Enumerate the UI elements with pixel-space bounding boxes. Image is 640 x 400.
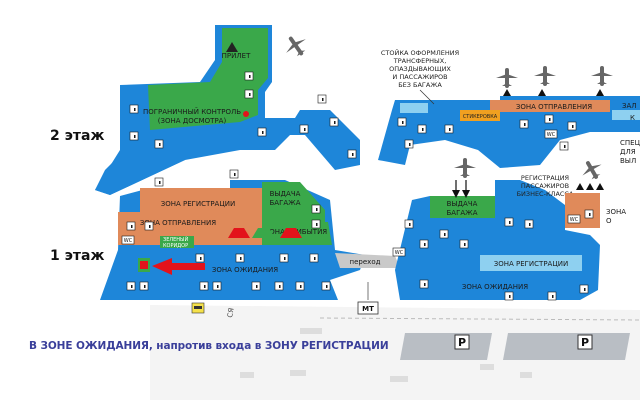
- baggage-claim-right: [430, 196, 495, 218]
- svg-text:И ПАССАЖИРОВ: И ПАССАЖИРОВ: [392, 73, 447, 81]
- svg-text:БЕЗ БАГАЖА: БЕЗ БАГАЖА: [398, 81, 442, 89]
- street-area: P P СЯ: [150, 305, 640, 400]
- svg-text:РЕГИСТРАЦИЯ: РЕГИСТРАЦИЯ: [521, 174, 569, 182]
- parking-lot-2: [503, 333, 630, 360]
- baggage-claim-right-label: ВЫДАЧА: [447, 200, 478, 208]
- svg-text:ОПАЗДЫВАЮЩИХ: ОПАЗДЫВАЮЩИХ: [389, 65, 451, 73]
- baggage-claim-right-label-2: БАГАЖА: [447, 209, 478, 217]
- wc-icon: WC: [547, 132, 556, 138]
- location-caption: В ЗОНЕ ОЖИДАНИЯ, напротив входа в ЗОНУ Р…: [29, 340, 389, 352]
- passage-label: переход: [350, 258, 381, 266]
- arrow-up-icon: [226, 42, 238, 52]
- registration-right-label: ЗОНА РЕГИСТРАЦИИ: [494, 260, 569, 268]
- special-label-fragment: СПЕЦ: [620, 139, 640, 147]
- departure-left-label: ЗОНА ОТПРАВЛЕНИЯ: [140, 219, 216, 227]
- facility-icons: WC WC WC WC МТ: [121, 71, 594, 315]
- svg-text:СТОЙКА ОФОРМЛЕНИЯ: СТОЙКА ОФОРМЛЕНИЯ: [381, 48, 459, 57]
- svg-text:ПАССАЖИРОВ: ПАССАЖИРОВ: [521, 182, 569, 190]
- zone-label-fragment: ЗОНА: [606, 208, 626, 216]
- business-class-note: РЕГИСТРАЦИЯ ПАССАЖИРОВ БИЗНЕС-КЛАССА: [517, 174, 574, 198]
- stickering-label: СТИКЕРОВКА: [463, 114, 498, 120]
- waiting-right-label: ЗОНА ОЖИДАНИЯ: [462, 283, 528, 291]
- transfer-desk-note: СТОЙКА ОФОРМЛЕНИЯ ТРАНСФЕРНЫХ, ОПАЗДЫВАЮ…: [381, 48, 459, 105]
- baggage-claim-left-label: ВЫДАЧА: [270, 190, 301, 198]
- baggage-claim-left: [262, 182, 325, 222]
- floor-1-right-building: ВЫДАЧА БАГАЖА ЗОНА РЕГИСТРАЦИИ ЗОНА ОЖИД…: [395, 180, 600, 300]
- airplane-icon: [286, 36, 306, 57]
- hall-label-fragment-2: К: [630, 114, 635, 122]
- special-label-fragment-3: ВЫЛ: [620, 157, 636, 165]
- airplane-icon: [582, 161, 602, 180]
- airplane-icon: [454, 158, 476, 178]
- baggage-claim-left-label-2: БАГАЖА: [270, 199, 301, 207]
- location-arrow-icon: [138, 258, 205, 275]
- hall-label-fragment: ЗАЛ: [622, 102, 637, 110]
- wc-icon: WC: [124, 238, 133, 244]
- airplane-icon: [496, 68, 518, 88]
- registration-zone-right: [480, 255, 582, 271]
- wc-icon: WC: [395, 250, 404, 256]
- border-control-label: ПОГРАНИЧНЫЙ КОНТРОЛЬ: [143, 107, 241, 116]
- svg-text:ТРАНСФЕРНЫХ,: ТРАНСФЕРНЫХ,: [393, 57, 447, 65]
- passage-corridor: [335, 253, 400, 268]
- airplane-icon: [534, 66, 556, 86]
- registration-zone-left: [140, 188, 262, 212]
- wc-icon: WC: [570, 217, 579, 223]
- green-corridor-label: ЗЕЛЕНЫЙ: [163, 236, 188, 243]
- svg-text:БИЗНЕС-КЛАССА: БИЗНЕС-КЛАССА: [517, 190, 574, 198]
- metro-icon: МТ: [362, 305, 374, 313]
- parking-1-icon: P: [458, 336, 466, 349]
- departure-right-label: ЗОНА ОТПРАВЛЕНИЯ: [516, 103, 592, 111]
- border-control-zone: [148, 28, 268, 130]
- waiting-left-label: ЗОНА ОЖИДАНИЯ: [212, 266, 278, 274]
- green-corridor-label-2: КОРИДОР: [163, 243, 188, 249]
- floor-1-label: 1 этаж: [50, 248, 104, 264]
- arrival-label: ПРИЛЕТ: [222, 52, 251, 60]
- airplane-icon: [591, 66, 613, 86]
- departure-zone-right: [490, 100, 610, 112]
- stickering-zone: [460, 110, 500, 121]
- registration-left-label: ЗОНА РЕГИСТРАЦИИ: [161, 200, 236, 208]
- border-control-sub: (ЗОНА ДОСМОТРА): [158, 117, 227, 125]
- zone-label-fragment-2: О: [606, 217, 612, 225]
- floor-2-label: 2 этаж: [50, 128, 104, 144]
- marker-dot: [243, 111, 249, 117]
- special-label-fragment-2: ДЛЯ: [620, 148, 636, 156]
- street-name-fragment: СЯ: [226, 307, 236, 318]
- departure-zone-left: [118, 212, 262, 245]
- floor-2-right-building: ЗОНА ОТПРАВЛЕНИЯ СТИКЕРОВКА ЗАЛ К: [378, 89, 640, 168]
- parking-2-icon: P: [581, 336, 589, 349]
- floor-2-left-building: ПРИЛЕТ ПОГРАНИЧНЫЙ КОНТРОЛЬ (ЗОНА ДОСМОТ…: [95, 25, 360, 195]
